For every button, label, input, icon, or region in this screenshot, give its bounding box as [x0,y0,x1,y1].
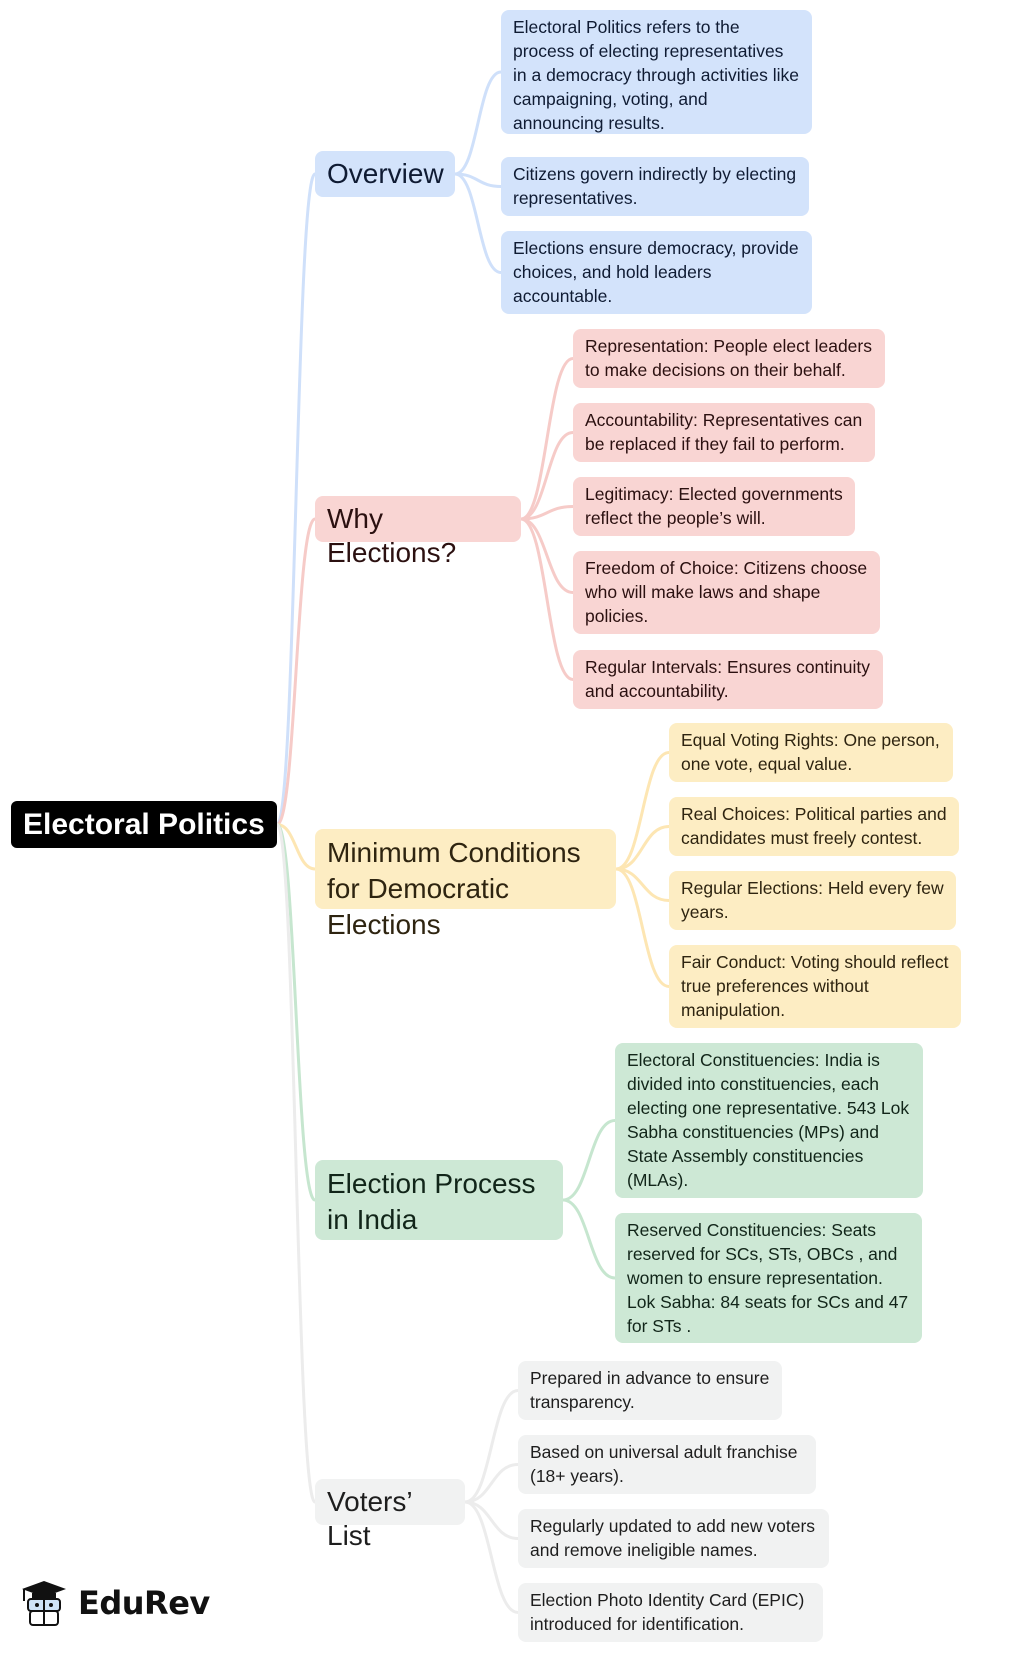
connector-process-0 [562,1119,616,1202]
leaf-process-reserved[interactable]: Reserved Constituencies: Seats reserved … [615,1213,922,1343]
leaf-voters-prepared[interactable]: Prepared in advance to ensure transparen… [518,1361,782,1420]
leaf-overview-definition[interactable]: Electoral Politics refers to the process… [501,10,812,134]
leaf-overview-indirect[interactable]: Citizens govern indirectly by electing r… [501,157,809,216]
leaf-why-regular-intervals[interactable]: Regular Intervals: Ensures continuity an… [573,650,883,709]
leaf-why-representation[interactable]: Representation: People elect leaders to … [573,329,885,388]
connector-root-overview [275,172,317,826]
graduate-cap-icon [22,1581,66,1626]
connector-voters-1 [464,1463,519,1504]
branch-minimum-conditions[interactable]: Minimum Conditions for Democratic Electi… [315,829,616,940]
connector-why-4 [520,517,574,681]
connector-minimum-0 [615,751,670,871]
connector-minimum-1 [615,825,670,871]
leaf-voters-updated[interactable]: Regularly updated to add new voters and … [518,1509,829,1568]
leaf-overview-purpose[interactable]: Elections ensure democracy, provide choi… [501,231,812,314]
connector-process-1 [562,1198,616,1280]
leaf-voters-epic[interactable]: Election Photo Identity Card (EPIC) intr… [518,1583,823,1642]
connector-overview-0 [454,70,502,176]
connector-voters-2 [464,1500,519,1540]
branch-voters-list[interactable]: Voters’ List [315,1479,465,1551]
leaf-why-freedom-of-choice[interactable]: Freedom of Choice: Citizens choose who w… [573,551,880,634]
branch-why-elections[interactable]: Why Elections? [315,496,521,568]
branch-overview[interactable]: Overview [315,151,455,197]
leaf-min-equal-voting[interactable]: Equal Voting Rights: One person, one vot… [669,723,953,782]
root-node[interactable]: Electoral Politics [11,801,277,848]
connector-overview-2 [454,172,502,274]
logo-text: EduRev [78,1584,210,1622]
edurev-logo: EduRev [18,1568,218,1638]
connector-why-3 [520,517,574,594]
connector-voters-3 [464,1500,519,1614]
connector-root-process [275,823,317,1202]
connector-voters-0 [464,1389,519,1504]
connector-root-voters [275,823,317,1504]
connector-why-0 [520,357,574,521]
leaf-why-accountability[interactable]: Accountability: Representatives can be r… [573,403,875,462]
connector-root-minimum [276,823,316,871]
leaf-min-fair-conduct[interactable]: Fair Conduct: Voting should reflect true… [669,945,961,1028]
connector-minimum-2 [615,867,670,902]
leaf-why-legitimacy[interactable]: Legitimacy: Elected governments reflect … [573,477,855,536]
leaf-min-regular-elections[interactable]: Regular Elections: Held every few years. [669,871,956,930]
connector-minimum-3 [615,867,670,988]
connector-why-2 [520,505,574,521]
leaf-min-real-choices[interactable]: Real Choices: Political parties and cand… [669,797,959,856]
leaf-process-constituencies[interactable]: Electoral Constituencies: India is divid… [615,1043,923,1198]
connector-root-why [275,517,317,826]
leaf-voters-franchise[interactable]: Based on universal adult franchise (18+ … [518,1435,816,1494]
branch-election-process[interactable]: Election Process in India [315,1160,563,1240]
connector-why-1 [520,431,574,521]
